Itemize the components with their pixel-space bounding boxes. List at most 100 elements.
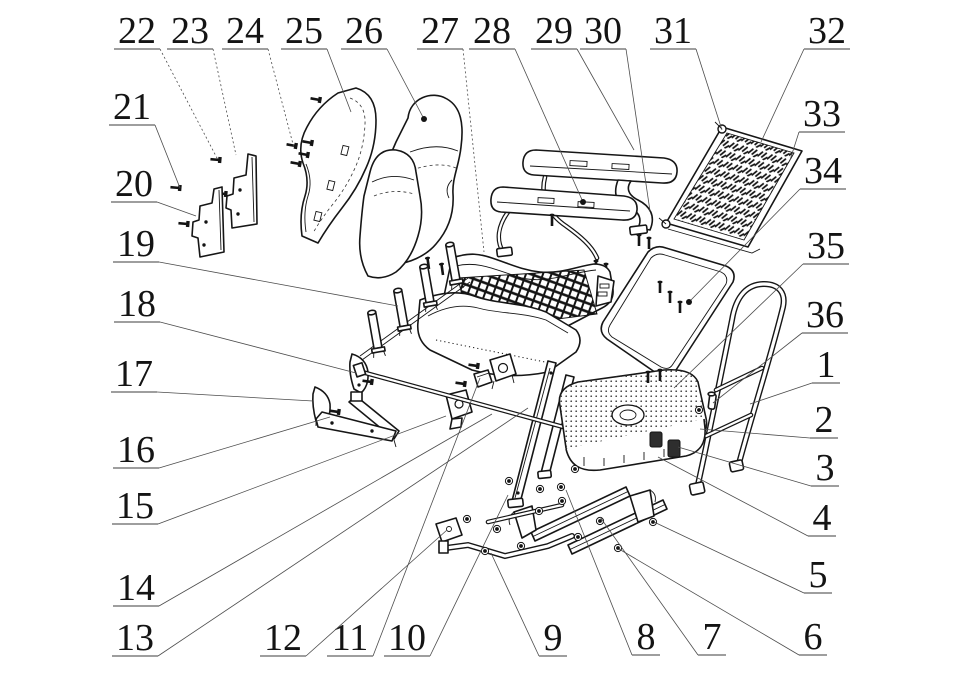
callout-9: 9 <box>490 552 567 659</box>
grab-rail <box>688 280 787 496</box>
callout-13: 13 <box>112 407 529 659</box>
callout-17: 17 <box>111 353 314 402</box>
callout-19: 19 <box>113 223 399 307</box>
callout-29: 29 <box>531 10 635 151</box>
leader-line <box>158 261 399 307</box>
rail-foot <box>688 481 706 496</box>
leader-line <box>653 521 805 594</box>
callout-28: 28 <box>469 10 586 205</box>
leader-line <box>576 48 635 151</box>
leader-line <box>618 548 800 656</box>
callout-number: 4 <box>813 497 832 539</box>
pan-front-shroud <box>416 292 581 377</box>
leader-line <box>712 332 803 404</box>
callout-22: 22 <box>114 10 219 161</box>
leader-line <box>157 415 447 525</box>
callout-number: 22 <box>118 10 156 52</box>
leader-line <box>677 446 812 487</box>
callout-number: 23 <box>171 10 209 52</box>
callout-number: 17 <box>115 353 153 395</box>
callout-number: 34 <box>804 150 842 192</box>
callout-34: 34 <box>686 150 846 305</box>
leader-line <box>158 413 493 607</box>
callout-10: 10 <box>384 494 509 659</box>
leader-line <box>599 516 699 656</box>
leader-line <box>212 48 237 156</box>
backrest-shell <box>299 87 377 244</box>
callout-number: 5 <box>809 554 828 596</box>
leader-dot <box>686 299 692 305</box>
callout-number: 1 <box>817 344 836 386</box>
callout-number: 18 <box>118 283 156 325</box>
callout-number: 15 <box>116 485 154 527</box>
callout-1: 1 <box>749 344 840 405</box>
leader-line <box>699 428 811 439</box>
armrest-lower <box>490 186 638 258</box>
callout-number: 32 <box>808 10 846 52</box>
backrest-cushion-front <box>358 149 423 279</box>
callout-number: 10 <box>388 617 426 659</box>
leader-line <box>565 489 633 656</box>
leader-line <box>625 48 651 212</box>
callout-33: 33 <box>789 93 845 161</box>
callout-36: 36 <box>712 294 848 404</box>
callout-number: 36 <box>806 294 844 336</box>
callout-16: 16 <box>113 416 331 471</box>
callout-number: 35 <box>807 225 845 267</box>
callout-3: 3 <box>677 446 839 489</box>
callout-25: 25 <box>281 10 352 113</box>
callout-27: 27 <box>417 10 485 253</box>
callout-30: 30 <box>580 10 651 212</box>
bracket-plate-right <box>225 153 258 229</box>
leader-line <box>749 382 813 405</box>
callout-number: 8 <box>637 616 656 658</box>
callout-number: 24 <box>226 10 264 52</box>
leader-line <box>159 321 357 374</box>
callout-number: 27 <box>421 10 459 52</box>
leader-line <box>305 529 448 657</box>
seat-cover-panel <box>600 245 735 378</box>
leader-line <box>372 377 481 657</box>
leader-line <box>789 131 800 161</box>
seat-base <box>558 368 708 472</box>
callout-number: 25 <box>285 10 323 52</box>
callout-8: 8 <box>565 489 660 658</box>
callout-number: 3 <box>816 447 835 489</box>
callout-number: 20 <box>115 163 153 205</box>
callout-15: 15 <box>112 415 447 527</box>
callout-24: 24 <box>222 10 295 149</box>
leader-line <box>158 416 331 469</box>
callout-number: 13 <box>116 617 154 659</box>
leader-line <box>157 407 529 657</box>
diamond-plate-cover <box>658 121 803 254</box>
leader-line <box>688 188 801 303</box>
clamp-bracket <box>455 369 493 388</box>
callout-14: 14 <box>113 413 493 609</box>
callout-number: 28 <box>473 10 511 52</box>
spring-posts <box>359 241 471 361</box>
leader-line <box>154 124 181 189</box>
leader-line <box>695 48 723 131</box>
callout-4: 4 <box>657 456 836 539</box>
front-bar <box>438 533 575 560</box>
leader-line <box>429 494 509 657</box>
callout-number: 12 <box>264 617 302 659</box>
callout-number: 29 <box>535 10 573 52</box>
slide-rails <box>485 486 668 555</box>
suspension-pin <box>694 391 717 415</box>
callout-12: 12 <box>260 529 448 659</box>
leader-line <box>156 391 314 402</box>
callout-number: 9 <box>544 617 563 659</box>
callout-5: 5 <box>653 521 832 596</box>
parts-layer <box>170 87 803 560</box>
callout-number: 16 <box>117 429 155 471</box>
leader-line <box>326 48 352 113</box>
leader-line <box>156 201 197 217</box>
callout-20: 20 <box>111 163 197 217</box>
leader-line <box>657 456 809 537</box>
callout-number: 26 <box>345 10 383 52</box>
callout-number: 19 <box>117 223 155 265</box>
